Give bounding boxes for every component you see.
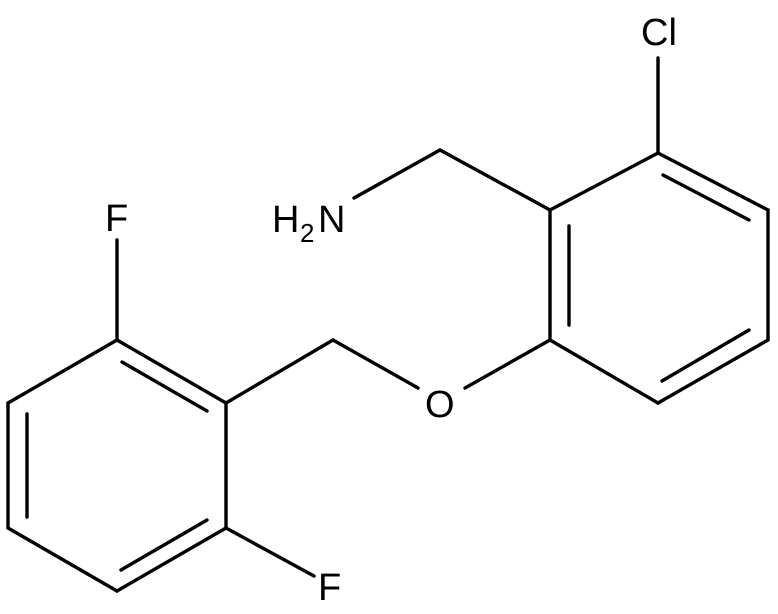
chlorine-label: Cl bbox=[641, 12, 677, 54]
amine-n-label: N bbox=[318, 199, 345, 241]
bond bbox=[548, 338, 660, 405]
bond bbox=[115, 338, 228, 405]
bond bbox=[548, 151, 660, 212]
fluorine-bottom-label: F bbox=[318, 567, 341, 609]
bond bbox=[115, 526, 228, 593]
fluorine-top-label: F bbox=[105, 198, 128, 240]
bond bbox=[6, 338, 119, 405]
oxygen-label: O bbox=[425, 384, 455, 426]
bond-ch2 bbox=[438, 148, 552, 212]
bond-ch2-ring bbox=[224, 338, 335, 405]
bonds bbox=[6, 56, 770, 593]
bond bbox=[6, 526, 119, 593]
bond-ch2-n bbox=[352, 148, 442, 200]
double-bond-inner bbox=[119, 518, 209, 572]
amine-h-label: H bbox=[272, 199, 299, 241]
bond-ring-o bbox=[463, 338, 552, 390]
amine-subscript-label: 2 bbox=[300, 218, 314, 248]
bond-to-f-bottom bbox=[224, 526, 316, 578]
atom-labels: Cl H 2 N O F F bbox=[105, 12, 677, 609]
double-bond-inner bbox=[661, 173, 751, 222]
double-bond-inner bbox=[120, 360, 209, 413]
double-bond-inner bbox=[660, 328, 751, 383]
bond bbox=[656, 151, 770, 212]
bond bbox=[656, 338, 770, 405]
bond-o-ch2 bbox=[331, 338, 420, 390]
